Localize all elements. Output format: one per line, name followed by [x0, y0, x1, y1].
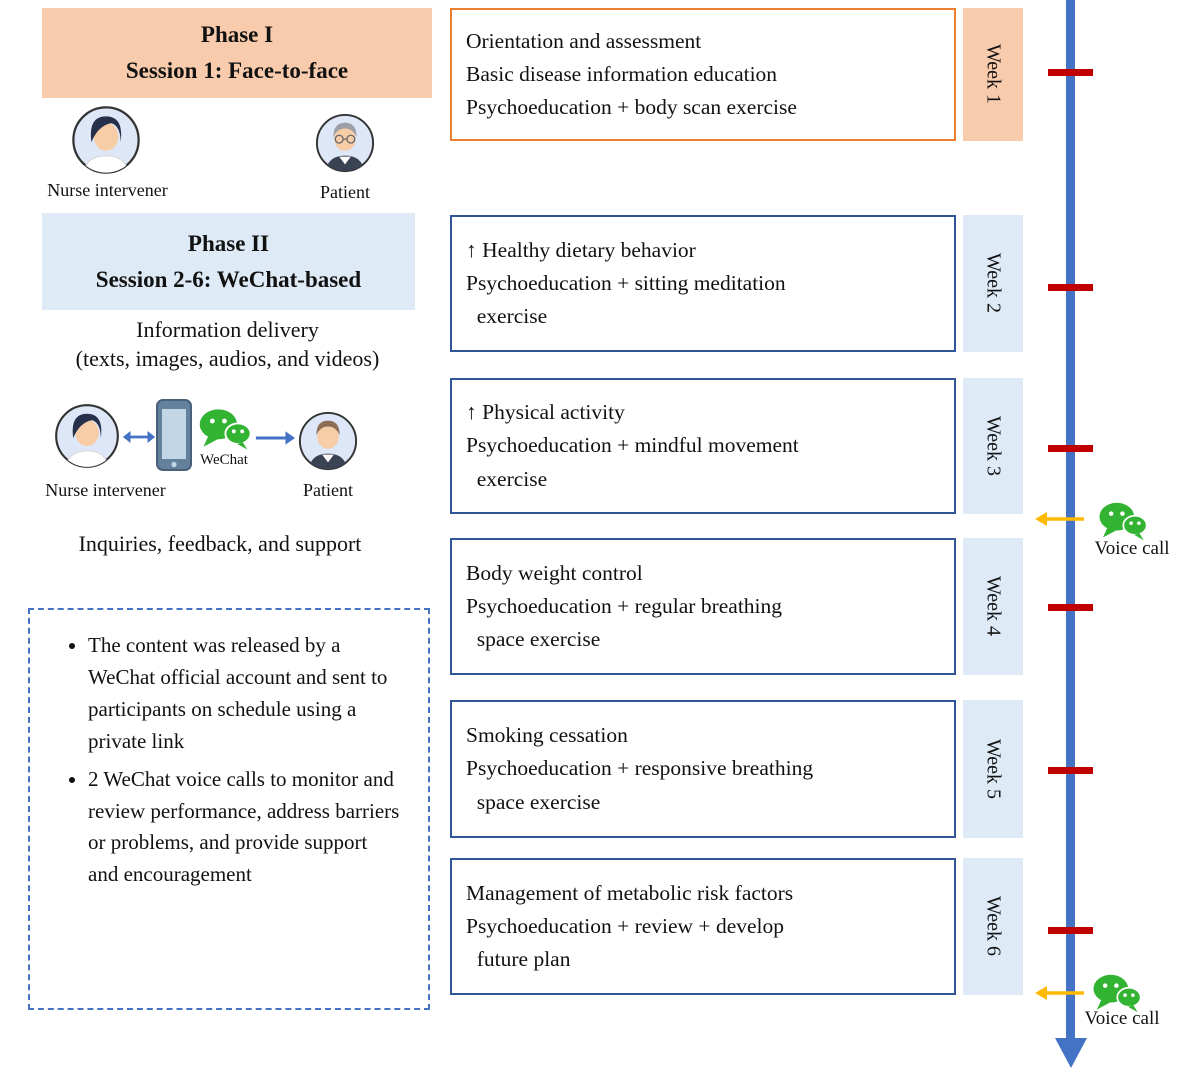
phase2-patient-label: Patient [303, 480, 353, 500]
support-text: Inquiries, feedback, and support [78, 531, 362, 556]
voice-call-label: Voice call [1084, 1008, 1160, 1029]
phase1-header: Phase I Session 1: Face-to-face [42, 8, 432, 98]
phase2-title-line2: Session 2-6: WeChat-based [95, 266, 362, 292]
note-item: The content was released by a WeChat off… [88, 630, 402, 758]
wechat-voice-icon [1099, 502, 1148, 541]
session-box-week6: Management of metabolic risk factors Psy… [450, 858, 956, 995]
phase2-title-line1: Phase II [187, 230, 270, 256]
week-label-3: Week 3 [963, 378, 1023, 514]
timeline-tick-week4 [1048, 604, 1093, 611]
notes-box: The content was released by a WeChat off… [28, 608, 430, 1010]
week-label-5: Week 5 [963, 700, 1023, 838]
timeline-line [1066, 0, 1075, 1042]
notes-list: The content was released by a WeChat off… [30, 630, 428, 891]
phone-icon [156, 399, 192, 471]
phase2-nurse-label: Nurse intervener [45, 480, 166, 500]
timeline-tick-week6 [1048, 927, 1093, 934]
right-arrow-icon [255, 431, 296, 445]
wechat-label: WeChat [200, 452, 248, 468]
session-box-week5: Smoking cessation Psychoeducation + resp… [450, 700, 956, 838]
session-box-week2: ↑ Healthy dietary behavior Psychoeducati… [450, 215, 956, 352]
wechat-voice-icon [1093, 974, 1142, 1013]
session-box-week3: ↑ Physical activity Psychoeducation + mi… [450, 378, 956, 514]
phase1-nurse-label: Nurse intervener [47, 180, 168, 200]
patient-avatar-icon [315, 113, 375, 173]
timeline-arrowhead-icon [1055, 1038, 1087, 1068]
session-box-week4: Body weight control Psychoeducation + re… [450, 538, 956, 675]
phase2-header: Phase II Session 2-6: WeChat-based [42, 213, 415, 310]
week-label-4: Week 4 [963, 538, 1023, 675]
voice-call-arrow-icon [1035, 986, 1084, 1000]
week-label-2: Week 2 [963, 215, 1023, 352]
nurse-avatar-icon [72, 106, 140, 174]
double-arrow-icon [122, 431, 156, 443]
voice-call-arrow-icon [1035, 512, 1084, 526]
patient-avatar-icon [298, 411, 358, 471]
timeline-tick-week2 [1048, 284, 1093, 291]
timeline-tick-week3 [1048, 445, 1093, 452]
wechat-icon [199, 409, 252, 450]
voice-call-label: Voice call [1094, 538, 1170, 559]
phase1-title-line2: Session 1: Face-to-face [125, 58, 349, 83]
nurse-avatar-icon [55, 404, 119, 468]
note-item: 2 WeChat voice calls to monitor and revi… [88, 764, 402, 892]
timeline-tick-week5 [1048, 767, 1093, 774]
phase1-title-line1: Phase I [200, 22, 274, 48]
week-label-6: Week 6 [963, 858, 1023, 995]
week-label-1: Week 1 [963, 8, 1023, 141]
info-delivery-text: Information delivery (texts, images, aud… [75, 317, 380, 371]
timeline-tick-week1 [1048, 69, 1093, 76]
phase1-patient-label: Patient [320, 182, 370, 202]
session-box-week1: Orientation and assessment Basic disease… [450, 8, 956, 141]
